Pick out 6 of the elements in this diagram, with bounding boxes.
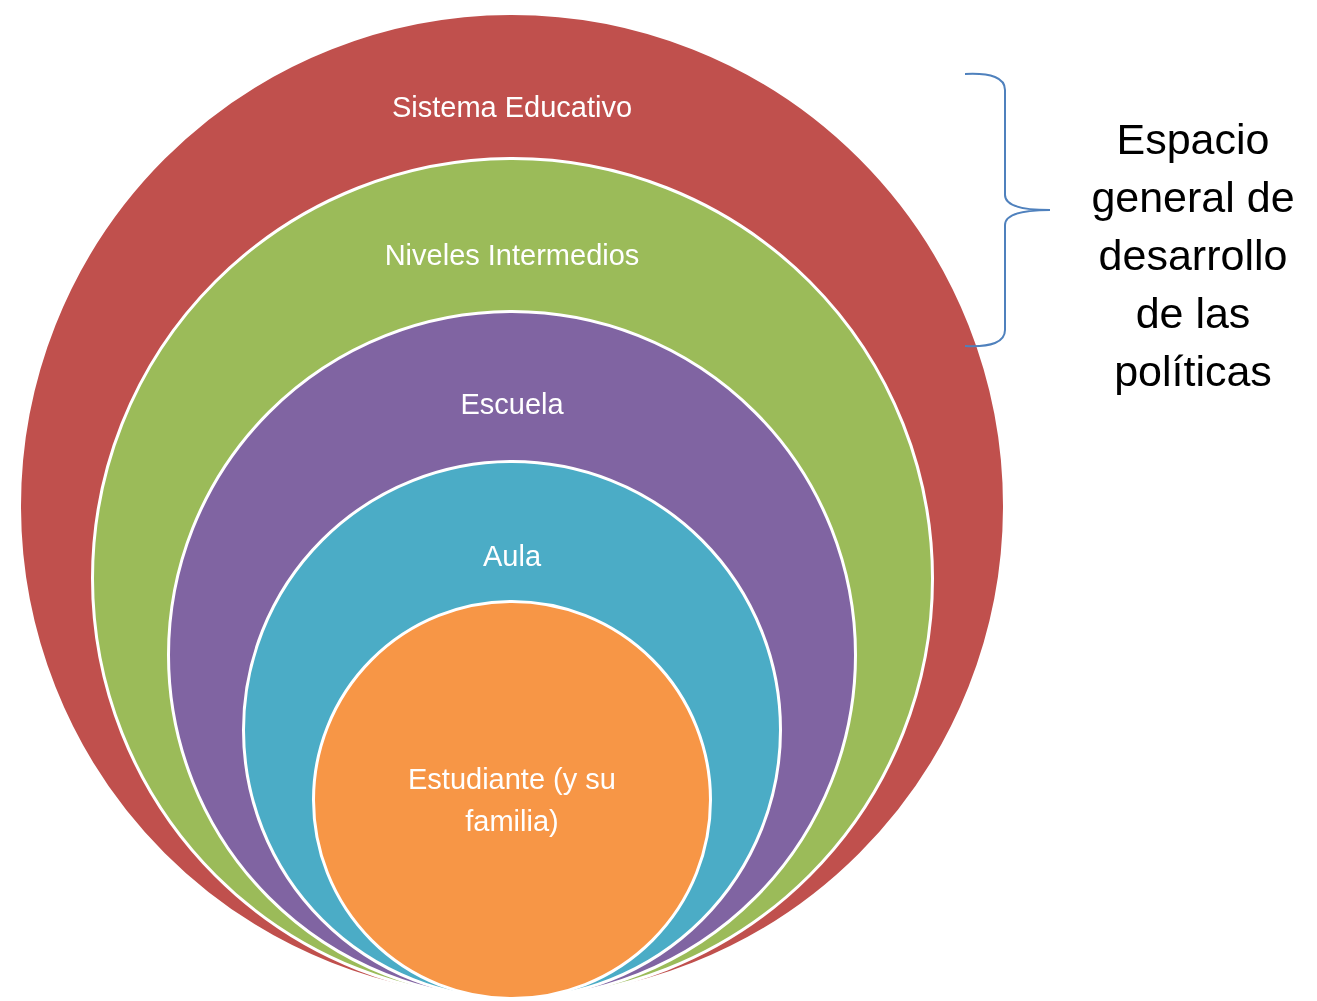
layer-label: Aula — [481, 539, 542, 574]
layer-label: Niveles Intermedios — [383, 238, 641, 273]
layer-label: Escuela — [459, 387, 565, 422]
layer-label: Sistema Educativo — [390, 90, 634, 125]
annotation-text: Espacio general de desarrollo de las políticas — [1090, 114, 1296, 397]
layer-label: Estudiante (y su familia) — [407, 762, 617, 839]
